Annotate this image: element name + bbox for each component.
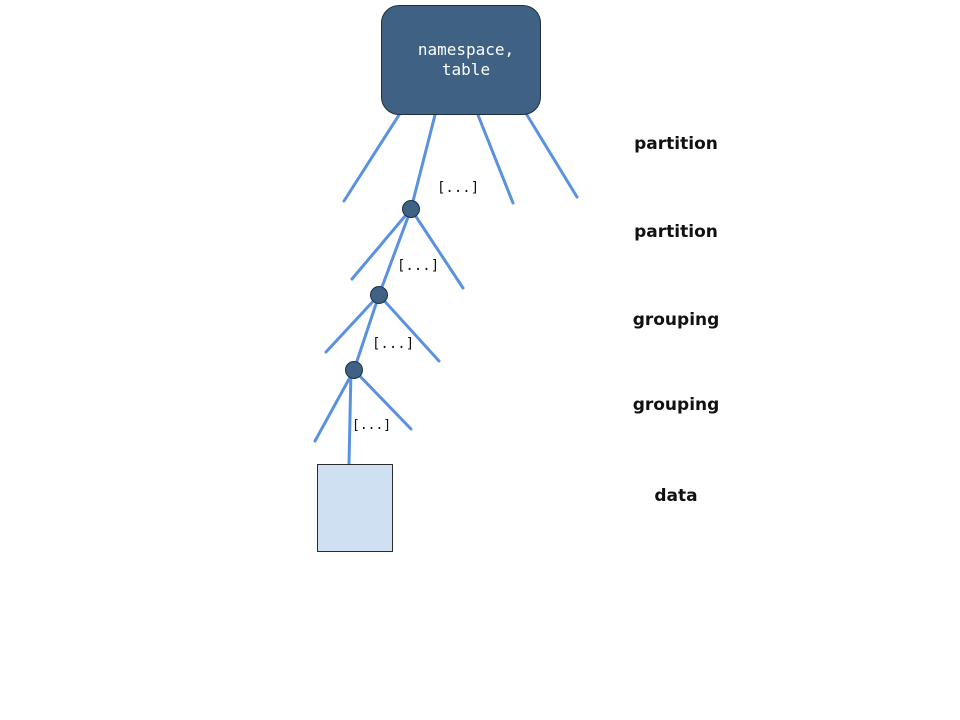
ellipsis-label: [...] — [437, 180, 480, 196]
level-label: grouping — [632, 395, 720, 415]
edge-n3-3 — [352, 368, 413, 431]
edge-n3-1 — [313, 368, 356, 443]
ellipsis-label: [...] — [352, 418, 392, 433]
edge-n2-1 — [324, 293, 381, 354]
edge-root-3 — [476, 113, 515, 205]
level-label: data — [654, 486, 698, 506]
edge-n2-3 — [377, 293, 441, 363]
level-label: partition — [634, 134, 718, 154]
edge-root-2 — [409, 113, 437, 211]
edge-root-1 — [342, 113, 401, 203]
data-block — [317, 464, 393, 552]
edge-n3-2 — [347, 368, 353, 466]
edge-n1-2 — [377, 207, 413, 297]
level-label: partition — [634, 222, 718, 242]
edge-n1-1 — [350, 207, 413, 281]
tree-node-3 — [345, 361, 363, 379]
root-node: namespace, table — [381, 5, 541, 115]
tree-node-2 — [370, 286, 388, 304]
level-label: grouping — [632, 310, 720, 330]
edge-root-4 — [525, 113, 579, 199]
ellipsis-label: [...] — [397, 258, 440, 274]
ellipsis-label: [...] — [372, 336, 415, 352]
edge-n2-2 — [352, 293, 381, 372]
root-label: namespace, table — [417, 40, 515, 79]
tree-node-1 — [402, 200, 420, 218]
edge-n1-3 — [409, 207, 465, 290]
